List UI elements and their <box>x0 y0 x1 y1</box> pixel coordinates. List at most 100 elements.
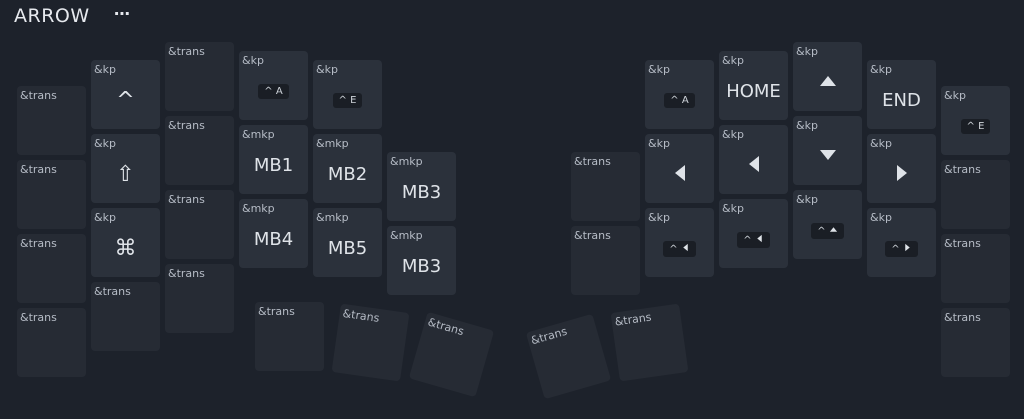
key-binding-label: &kp <box>242 54 264 67</box>
key-r-inner-row3[interactable]: &kp ^ <box>645 208 714 277</box>
key-binding-label: &kp <box>796 119 818 132</box>
key-binding-label: &kp <box>722 54 744 67</box>
key-l-middle-row1[interactable]: &trans <box>165 42 234 111</box>
key-param-chip: ^ <box>737 231 770 248</box>
key-l-thumb-3[interactable]: &trans <box>408 311 495 398</box>
key-binding-label: &kp <box>316 63 338 76</box>
key-l-middle-row2[interactable]: &trans <box>165 116 234 185</box>
key-l-index-row1[interactable]: &kp ^ A <box>239 51 308 120</box>
key-param-label: ^ A <box>670 95 689 106</box>
key-l-middle-row4[interactable]: &trans <box>165 264 234 333</box>
key-binding-label: &trans <box>574 155 611 168</box>
key-l-ring-row2[interactable]: &kp⇧ <box>91 134 160 203</box>
key-param-chip: ^ A <box>664 93 695 108</box>
key-binding-label: &kp <box>94 211 116 224</box>
key-binding-label: &kp <box>796 45 818 58</box>
key-param-label: MB3 <box>401 256 442 277</box>
key-param-label: MB2 <box>327 164 368 185</box>
key-l-pinky-row3[interactable]: &trans <box>17 234 86 303</box>
key-l-pinky-row4[interactable]: &trans <box>17 308 86 377</box>
key-binding-label: &trans <box>20 89 57 102</box>
key-l-thumb-1[interactable]: &trans <box>255 302 324 371</box>
key-r-extra-row3[interactable]: &trans <box>571 226 640 295</box>
key-binding-label: &trans <box>20 311 57 324</box>
up-icon <box>818 71 838 95</box>
key-r-extra-row2[interactable]: &trans <box>571 152 640 221</box>
key-l-pinky-row2[interactable]: &trans <box>17 160 86 229</box>
key-r-pinky-row3[interactable]: &trans <box>941 234 1010 303</box>
key-binding-label: &trans <box>613 310 653 329</box>
key-r-index-row2[interactable]: &kp <box>719 125 788 194</box>
key-binding-label: &kp <box>722 128 744 141</box>
key-l-inner-row1[interactable]: &kp ^ E <box>313 60 382 129</box>
key-r-inner-row2[interactable]: &kp <box>645 134 714 203</box>
key-binding-label: &kp <box>648 63 670 76</box>
key-param-label: ^ <box>817 225 826 237</box>
key-r-middle-row1[interactable]: &kp <box>793 42 862 111</box>
key-r-thumb-2[interactable]: &trans <box>610 303 689 382</box>
key-r-pinky-row4[interactable]: &trans <box>941 308 1010 377</box>
key-binding-label: &kp <box>944 89 966 102</box>
key-l-ring-row3[interactable]: &kp ⌘ <box>91 208 160 277</box>
more-horizontal-icon[interactable]: ⋯ <box>114 4 130 23</box>
key-param-chip: ^ E <box>960 119 991 134</box>
layer-title: ARROW <box>14 5 90 27</box>
up-icon <box>829 225 838 237</box>
key-binding-label: &kp <box>94 137 116 150</box>
key-l-thumb-2[interactable]: &trans <box>331 303 410 382</box>
key-r-pinky-row1[interactable]: &kp ^ E <box>941 86 1010 155</box>
key-param-label: ^ A <box>264 86 283 97</box>
key-l-ring-row1[interactable]: &kp^ <box>91 60 160 129</box>
key-r-ring-row2[interactable]: &kp <box>867 134 936 203</box>
key-r-middle-row3[interactable]: &kp ^ <box>793 190 862 259</box>
down-icon <box>818 145 838 169</box>
key-binding-label: &kp <box>870 211 892 224</box>
key-binding-label: &kp <box>722 202 744 215</box>
key-binding-label: &trans <box>168 267 205 280</box>
command-icon: ⌘ <box>114 236 137 261</box>
key-r-index-row3[interactable]: &kp ^ <box>719 199 788 268</box>
key-binding-label: &trans <box>168 119 205 132</box>
key-r-pinky-row2[interactable]: &trans <box>941 160 1010 229</box>
key-binding-label: &kp <box>796 193 818 206</box>
key-param-chip: ^ <box>811 222 844 239</box>
right-icon <box>903 243 912 255</box>
key-param-label: MB3 <box>401 182 442 203</box>
key-binding-label: &kp <box>648 137 670 150</box>
key-param-chip: ^ A <box>258 84 289 99</box>
key-binding-label: &trans <box>258 305 295 318</box>
key-r-ring-row3[interactable]: &kp ^ <box>867 208 936 277</box>
key-param-label: ^ E <box>338 95 357 106</box>
key-binding-label: &trans <box>529 324 569 348</box>
key-param-label: ^ <box>743 234 752 246</box>
key-l-ring-row4[interactable]: &trans <box>91 282 160 351</box>
left-icon <box>755 234 764 246</box>
right-icon <box>892 163 912 187</box>
key-r-inner-row1[interactable]: &kp ^ A <box>645 60 714 129</box>
key-r-middle-row2[interactable]: &kp <box>793 116 862 185</box>
key-binding-label: &kp <box>648 211 670 224</box>
key-binding-label: &mkp <box>316 137 349 150</box>
key-param-chip: ^ <box>663 240 696 257</box>
key-binding-label: &kp <box>870 137 892 150</box>
key-r-thumb-1[interactable]: &trans <box>525 313 612 400</box>
shift-icon: ⇧ <box>116 162 135 187</box>
key-param-label: MB1 <box>253 155 294 176</box>
key-binding-label: &kp <box>94 63 116 76</box>
key-binding-label: &trans <box>426 315 466 339</box>
key-l-pinky-row1[interactable]: &trans <box>17 86 86 155</box>
left-icon <box>744 154 764 178</box>
key-param-chip: ^ <box>885 240 918 257</box>
key-binding-label: &kp <box>870 63 892 76</box>
key-l-middle-row3[interactable]: &trans <box>165 190 234 259</box>
key-binding-label: &mkp <box>242 128 275 141</box>
